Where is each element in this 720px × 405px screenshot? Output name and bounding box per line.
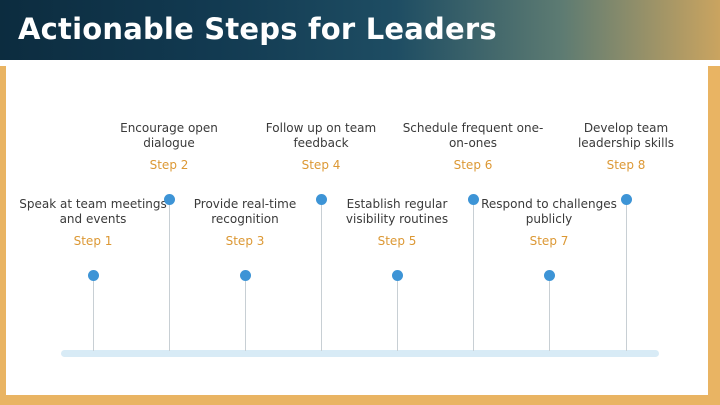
step-6-stem xyxy=(473,200,474,351)
step-4-marker[interactable] xyxy=(316,194,327,205)
step-1-marker[interactable] xyxy=(88,270,99,281)
step-8-marker[interactable] xyxy=(621,194,632,205)
step-7-label: Respond to challenges publicly xyxy=(481,197,617,226)
slide-title: Actionable Steps for Leaders xyxy=(18,12,497,46)
step-1-label: Speak at team meetings and events xyxy=(19,197,167,226)
banner-divider xyxy=(0,60,720,66)
step-1-stem xyxy=(93,276,94,351)
step-3-stem xyxy=(245,276,246,351)
step-2-stem xyxy=(169,200,170,351)
step-7-marker[interactable] xyxy=(544,270,555,281)
timeline-track xyxy=(61,350,659,357)
step-5-number: Step 5 xyxy=(377,234,417,248)
step-4-stem xyxy=(321,200,322,351)
step-6-label: Schedule frequent one-on-ones xyxy=(402,121,544,150)
step-1-number: Step 1 xyxy=(73,234,113,248)
step-2-label: Encourage open dialogue xyxy=(120,121,218,150)
title-banner: Actionable Steps for Leaders xyxy=(0,0,720,60)
step-5-marker[interactable] xyxy=(392,270,403,281)
step-5-stem xyxy=(397,276,398,351)
step-7-stem xyxy=(549,276,550,351)
step-6-number: Step 6 xyxy=(453,158,493,172)
step-3-label: Provide real-time recognition xyxy=(193,197,297,226)
step-3-number: Step 3 xyxy=(225,234,265,248)
step-6-marker[interactable] xyxy=(468,194,479,205)
step-2-marker[interactable] xyxy=(164,194,175,205)
step-4-number: Step 4 xyxy=(301,158,341,172)
step-2-number: Step 2 xyxy=(149,158,189,172)
step-4-label: Follow up on team feedback xyxy=(265,121,377,150)
step-3-marker[interactable] xyxy=(240,270,251,281)
step-8-label: Develop team leadership skills xyxy=(577,121,675,150)
content-panel xyxy=(6,66,708,395)
step-5-label: Establish regular visibility routines xyxy=(345,197,449,226)
step-8-stem xyxy=(626,200,627,351)
step-8-number: Step 8 xyxy=(606,158,646,172)
step-7-number: Step 7 xyxy=(529,234,569,248)
